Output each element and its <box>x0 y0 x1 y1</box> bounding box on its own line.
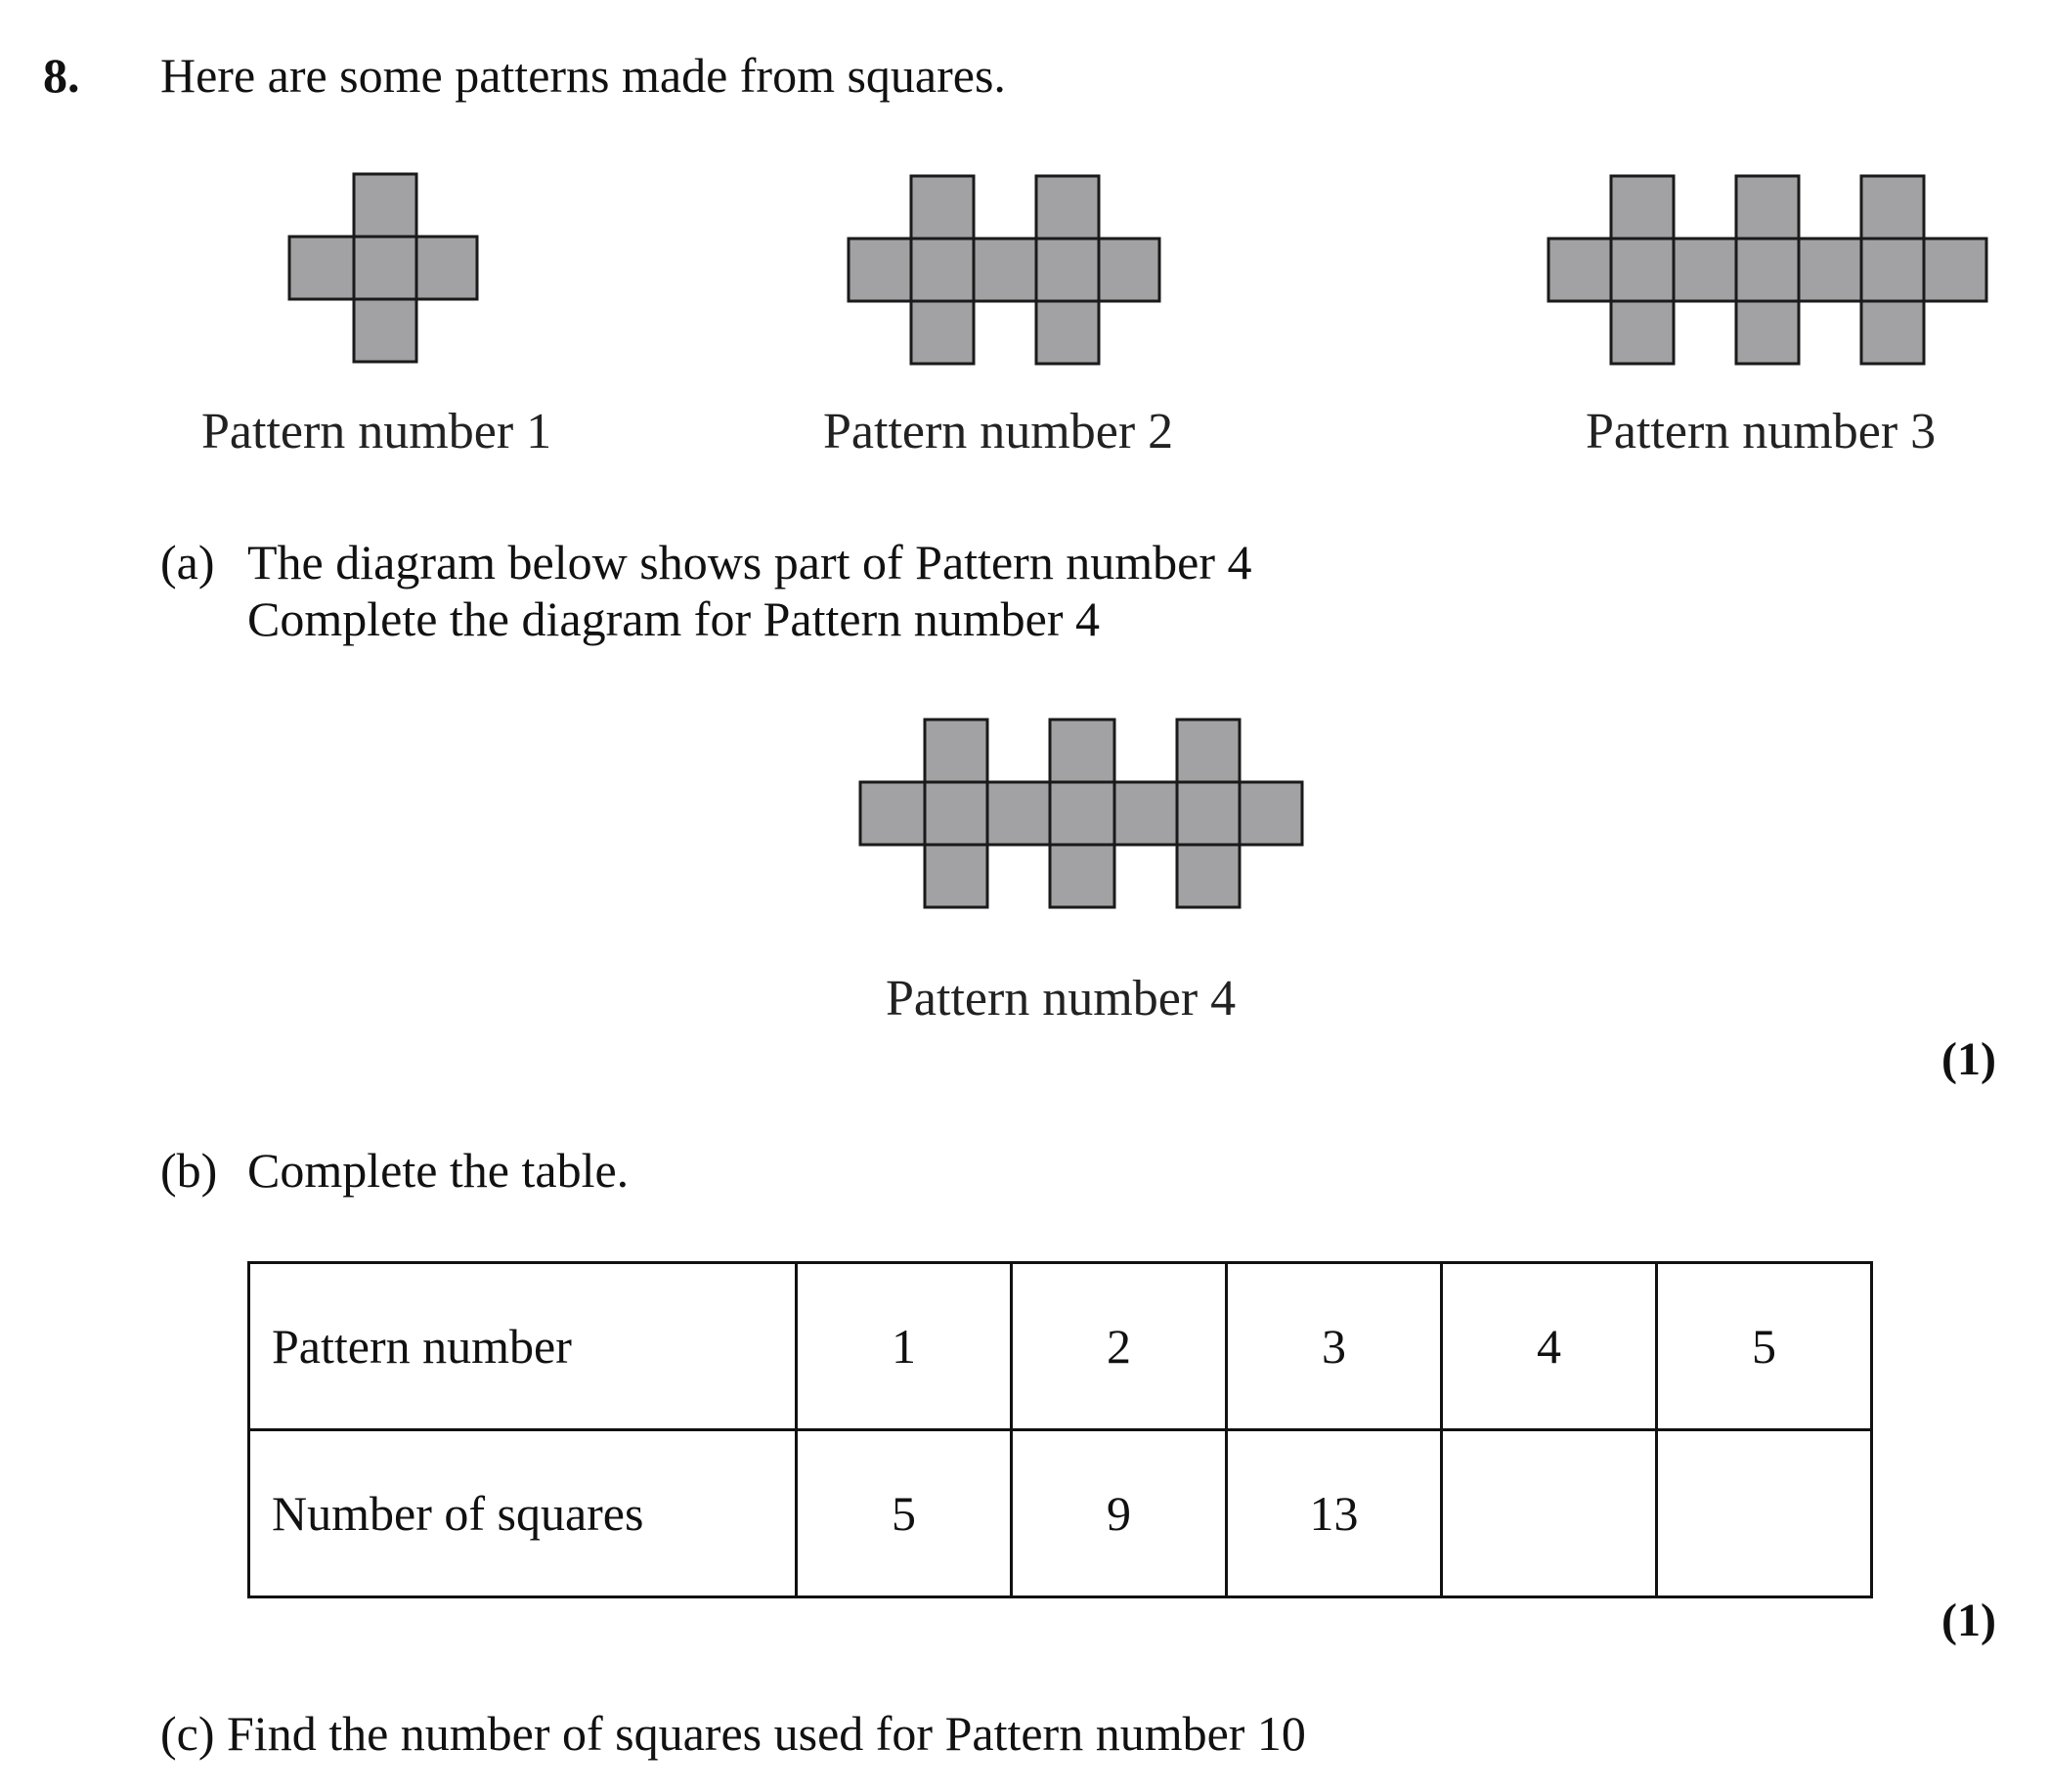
pattern-2-diagram <box>847 174 1161 366</box>
square <box>1922 237 1988 303</box>
square <box>985 780 1052 847</box>
pattern-number-cell: 4 <box>1440 1261 1658 1431</box>
square <box>1609 237 1676 303</box>
squares-cell: 5 <box>795 1428 1013 1598</box>
pattern-number-cell: 2 <box>1010 1261 1228 1431</box>
square <box>923 718 989 784</box>
square <box>1175 843 1242 909</box>
pattern-1-label: Pattern number 1 <box>201 404 552 459</box>
square <box>1048 780 1116 847</box>
square <box>1609 299 1676 366</box>
question-number: 8. <box>43 48 80 103</box>
row-header-number-of-squares: Number of squares <box>247 1428 798 1598</box>
square <box>909 174 976 240</box>
square <box>858 780 927 847</box>
square <box>1175 780 1242 847</box>
pattern-table: Pattern number 1 2 3 4 5 Number of squar… <box>247 1261 1873 1598</box>
square <box>1034 237 1101 303</box>
square <box>1097 237 1161 303</box>
square <box>1734 299 1801 366</box>
squares-answer-cell-4[interactable] <box>1440 1428 1658 1598</box>
square <box>1112 780 1179 847</box>
pattern-2-label: Pattern number 2 <box>823 404 1174 459</box>
pattern-number-cell: 5 <box>1655 1261 1873 1431</box>
square <box>1859 237 1926 303</box>
square <box>414 235 479 301</box>
square <box>1859 174 1926 240</box>
part-a-line1: The diagram below shows part of Pattern … <box>247 535 1252 590</box>
square <box>352 297 418 364</box>
square <box>923 843 989 909</box>
square <box>1238 780 1304 847</box>
square <box>909 299 976 366</box>
square <box>1175 718 1242 784</box>
part-a-letter: (a) <box>160 535 215 590</box>
pattern-3-diagram <box>1547 174 1988 366</box>
part-c-text: (c) Find the number of squares used for … <box>160 1706 1306 1761</box>
square <box>1859 299 1926 366</box>
part-b-text: Complete the table. <box>247 1143 630 1198</box>
square <box>1034 174 1101 240</box>
square <box>1734 237 1801 303</box>
square <box>1609 174 1676 240</box>
squares-answer-cell-5[interactable] <box>1655 1428 1873 1598</box>
squares-cell: 13 <box>1225 1428 1443 1598</box>
pattern-number-cell: 1 <box>795 1261 1013 1431</box>
square <box>1734 174 1801 240</box>
part-b-letter: (b) <box>160 1143 218 1198</box>
row-header-pattern-number: Pattern number <box>247 1261 798 1431</box>
square <box>923 780 989 847</box>
square <box>1048 718 1116 784</box>
square <box>972 237 1038 303</box>
square <box>847 237 913 303</box>
square <box>287 235 356 301</box>
square <box>1672 237 1738 303</box>
question-intro: Here are some patterns made from squares… <box>160 48 1006 103</box>
table-row: Number of squares 5 9 13 <box>247 1428 1873 1598</box>
table-row: Pattern number 1 2 3 4 5 <box>247 1261 1873 1431</box>
pattern-4-label: Pattern number 4 <box>886 971 1237 1027</box>
squares-cell: 9 <box>1010 1428 1228 1598</box>
pattern-3-label: Pattern number 3 <box>1586 404 1937 459</box>
square <box>1547 237 1613 303</box>
pattern-1-diagram <box>287 172 479 364</box>
pattern-4-diagram[interactable] <box>856 716 1308 911</box>
square <box>1034 299 1101 366</box>
square <box>909 237 976 303</box>
part-a-line2: Complete the diagram for Pattern number … <box>247 591 1100 646</box>
square <box>1797 237 1863 303</box>
square <box>352 235 418 301</box>
pattern-number-cell: 3 <box>1225 1261 1443 1431</box>
part-a-marks: (1) <box>1941 1033 1996 1085</box>
part-b-marks: (1) <box>1941 1595 1996 1646</box>
square <box>352 172 418 239</box>
square <box>1048 843 1116 909</box>
